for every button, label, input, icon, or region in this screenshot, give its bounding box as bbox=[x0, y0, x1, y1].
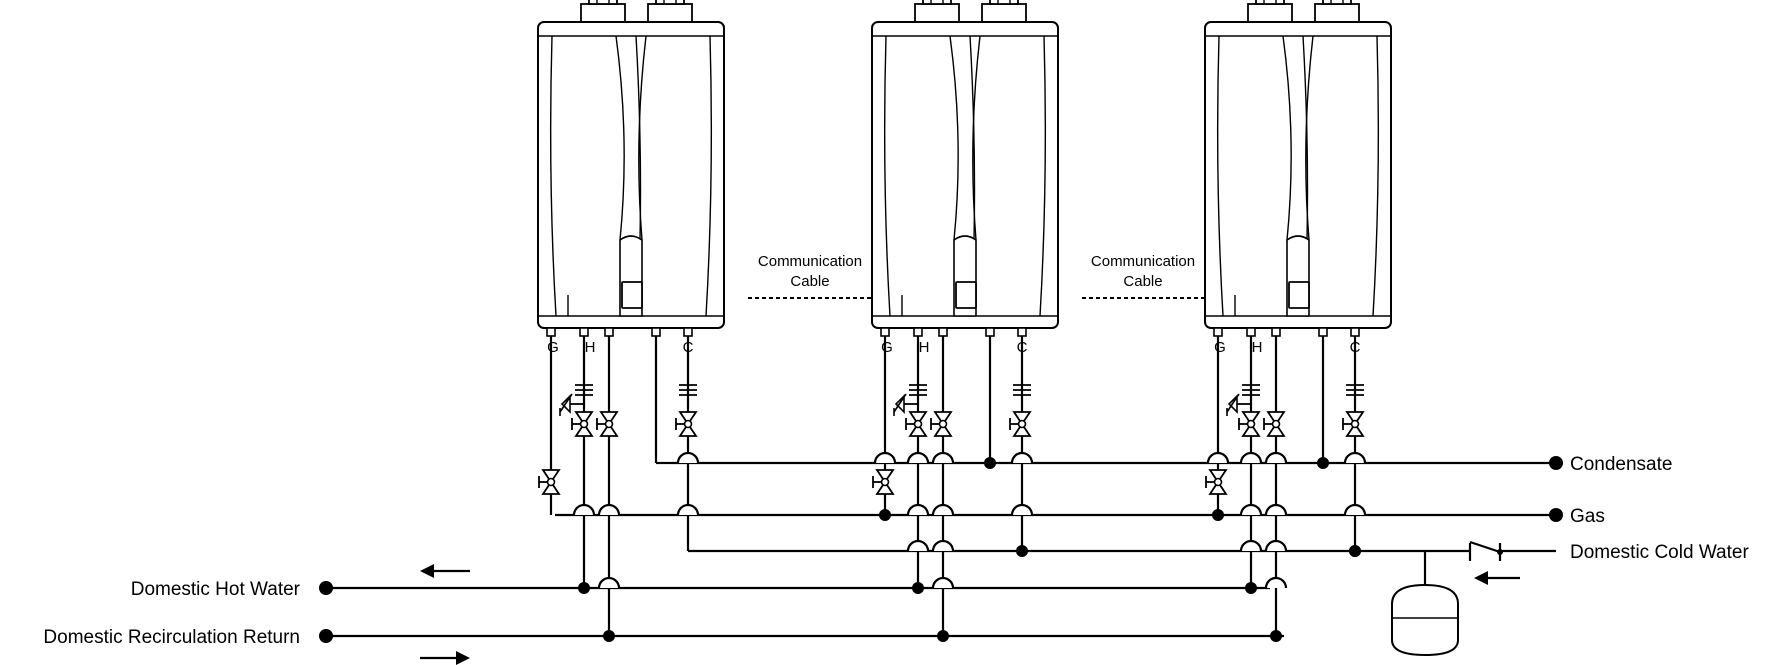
pipe-crossover-icon bbox=[597, 576, 621, 590]
expansion-tank-icon bbox=[1391, 552, 1459, 657]
pipe-crossover-icon bbox=[1239, 539, 1263, 553]
recirculation-flow-arrow bbox=[420, 651, 470, 665]
hot-water-tee bbox=[578, 582, 590, 594]
cable-label-line1: Communication bbox=[758, 253, 862, 270]
pipe-crossover-icon bbox=[1010, 503, 1034, 517]
gas-shutoff-valve-icon bbox=[538, 469, 560, 495]
pipe-crossover-icon bbox=[1010, 451, 1034, 465]
recirculation-tee bbox=[937, 630, 949, 642]
hot-water-valve-icon bbox=[905, 411, 927, 437]
pipe-crossover-icon bbox=[1264, 539, 1288, 553]
pipe-crossover-icon bbox=[676, 451, 700, 465]
recirculation-label: Domestic Recirculation Return bbox=[43, 627, 300, 648]
pipe-crossover-icon bbox=[1264, 503, 1288, 517]
condensate-tee bbox=[1317, 457, 1329, 469]
cold-water-label: Domestic Cold Water bbox=[1570, 542, 1749, 563]
pipe-crossover-icon bbox=[906, 539, 930, 553]
recirculation-endpoint bbox=[319, 629, 333, 643]
pipe-crossover-icon bbox=[931, 576, 955, 590]
recirculation-valve-icon bbox=[1263, 411, 1285, 437]
cable-label-line2: Cable bbox=[1123, 273, 1162, 290]
recirculation-valve-icon bbox=[930, 411, 952, 437]
connection-label-g: G bbox=[881, 339, 893, 356]
cold-water-valve-icon bbox=[675, 411, 697, 437]
connection-label-h: H bbox=[919, 339, 930, 356]
cold-water-valve-icon bbox=[1009, 411, 1031, 437]
cold-water-tee bbox=[1016, 545, 1028, 557]
connection-label-g: G bbox=[1214, 339, 1226, 356]
pipe-crossover-icon bbox=[906, 451, 930, 465]
condensate-tee bbox=[984, 457, 996, 469]
cold-water-tee bbox=[1349, 545, 1361, 557]
hot-water-valve-icon bbox=[1238, 411, 1260, 437]
pipe-crossover-icon bbox=[1343, 451, 1367, 465]
cable-label-line1: Communication bbox=[1091, 253, 1195, 270]
pipe-crossover-icon bbox=[676, 503, 700, 517]
water-heater-body bbox=[872, 0, 1058, 336]
pipe-crossover-icon bbox=[873, 451, 897, 465]
water-heater-body bbox=[1205, 0, 1391, 336]
pipe-crossover-icon bbox=[1239, 503, 1263, 517]
water-heater-body bbox=[538, 0, 724, 336]
hot-water-valve-icon bbox=[571, 411, 593, 437]
pipe-crossover-icon bbox=[597, 503, 621, 517]
hot-water-tee bbox=[1245, 582, 1257, 594]
pipe-crossover-icon bbox=[1264, 451, 1288, 465]
hot-water-endpoint bbox=[319, 581, 333, 595]
hot-water-flow-arrow bbox=[420, 564, 470, 578]
pipe-crossover-icon bbox=[1343, 503, 1367, 517]
pipe-crossover-icon bbox=[931, 503, 955, 517]
pipe-crossover-icon bbox=[572, 503, 596, 517]
gas-tee bbox=[1212, 509, 1224, 521]
gas-shutoff-valve-icon bbox=[1205, 469, 1227, 495]
pipe-crossover-icon bbox=[1264, 576, 1288, 590]
condensate-label: Condensate bbox=[1570, 454, 1672, 475]
hot-water-tee bbox=[912, 582, 924, 594]
gas-label: Gas bbox=[1570, 506, 1605, 527]
pipe-crossover-icon bbox=[906, 503, 930, 517]
cable-label-line2: Cable bbox=[790, 273, 829, 290]
cold-water-flow-arrow bbox=[1474, 571, 1520, 585]
recirculation-tee bbox=[603, 630, 615, 642]
condensate-endpoint bbox=[1549, 456, 1563, 470]
connection-label-h: H bbox=[1252, 339, 1263, 356]
connection-label-h: H bbox=[585, 339, 596, 356]
pipe-crossover-icon bbox=[931, 451, 955, 465]
communication-cable-2: Communication Cable bbox=[1082, 253, 1205, 299]
gas-endpoint bbox=[1549, 508, 1563, 522]
hot-water-label: Domestic Hot Water bbox=[131, 579, 301, 600]
check-valve-icon bbox=[1468, 540, 1503, 561]
cold-water-valve-icon bbox=[1342, 411, 1364, 437]
pipe-crossover-icon bbox=[931, 539, 955, 553]
communication-cable-1: Communication Cable bbox=[748, 253, 872, 299]
recirculation-valve-icon bbox=[596, 411, 618, 437]
recirculation-tee bbox=[1270, 630, 1282, 642]
gas-tee bbox=[879, 509, 891, 521]
pipe-crossover-icon bbox=[1239, 451, 1263, 465]
gas-shutoff-valve-icon bbox=[872, 469, 894, 495]
connection-label-g: G bbox=[547, 339, 559, 356]
pipe-crossover-icon bbox=[1206, 451, 1230, 465]
